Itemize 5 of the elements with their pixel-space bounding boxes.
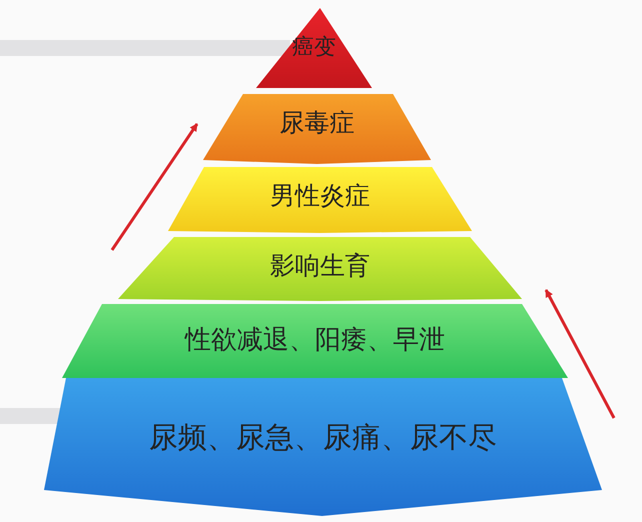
pyramid-layer: 影响生育 <box>118 237 522 303</box>
pyramid-layer: 性欲减退、阳痿、早泄 <box>62 304 568 378</box>
pyramid-layer: 尿毒症 <box>203 94 431 164</box>
pyramid-layer: 男性炎症 <box>168 167 472 235</box>
pyramid-layer: 癌变 <box>256 8 372 90</box>
